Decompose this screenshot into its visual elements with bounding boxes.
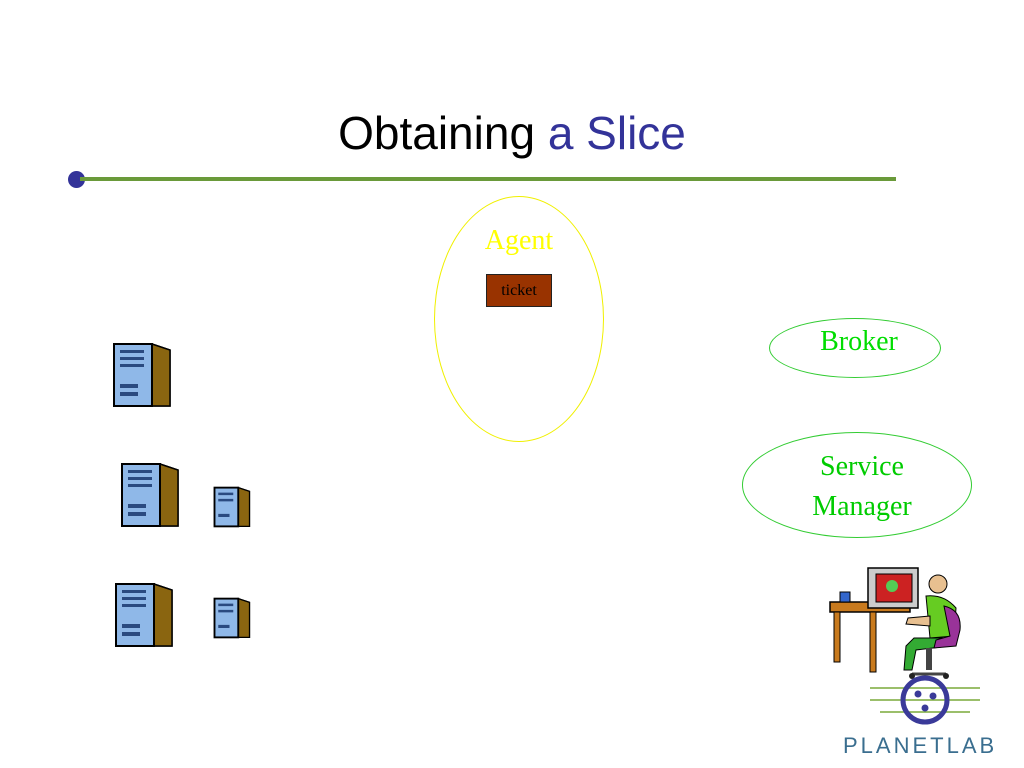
service-manager-oval bbox=[742, 432, 972, 538]
server-icon bbox=[115, 582, 173, 647]
title-divider bbox=[80, 177, 896, 181]
service-manager-line2: Manager bbox=[812, 491, 912, 522]
server-icon bbox=[121, 462, 179, 527]
service-manager-line1: Service bbox=[820, 451, 904, 482]
agent-label: Agent bbox=[484, 225, 554, 256]
title-bullet-dot bbox=[68, 171, 85, 188]
title-main: Obtaining bbox=[338, 107, 536, 159]
server-icon bbox=[213, 486, 251, 528]
ticket-box: ticket bbox=[486, 274, 552, 307]
broker-label: Broker bbox=[820, 326, 898, 357]
planetlab-logo-icon bbox=[870, 675, 980, 725]
person-at-computer-icon bbox=[829, 567, 961, 679]
broker-oval bbox=[769, 318, 941, 378]
planetlab-logo-text: PLANETLAB bbox=[843, 733, 998, 758]
slide-title: Obtaining a Slice bbox=[0, 106, 1024, 160]
agent-oval bbox=[434, 196, 604, 442]
server-icon bbox=[213, 597, 251, 639]
title-accent: a Slice bbox=[547, 107, 686, 159]
service-manager-label: Service Manager bbox=[742, 447, 982, 527]
server-icon bbox=[113, 342, 171, 407]
